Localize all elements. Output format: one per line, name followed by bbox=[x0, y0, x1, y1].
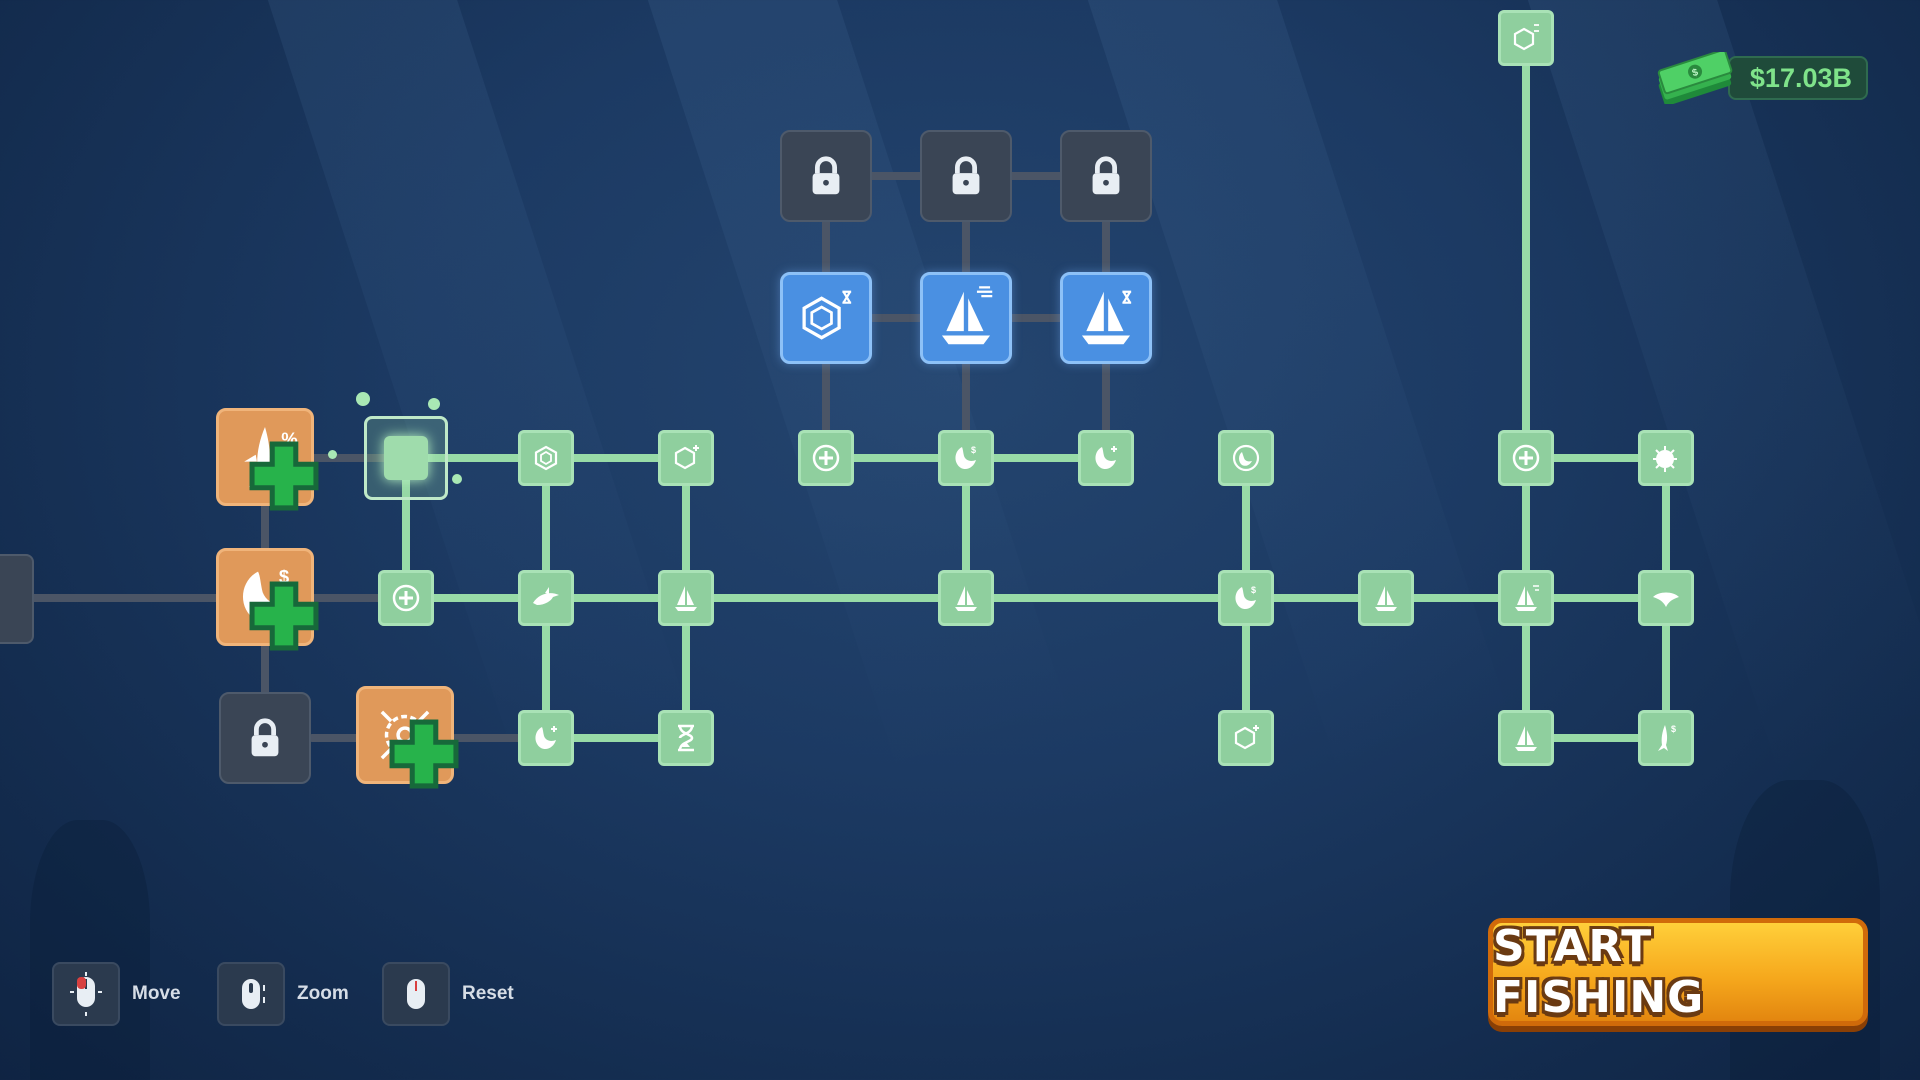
svg-text:$: $ bbox=[1251, 585, 1256, 595]
upgrade-node-fish-dollar[interactable]: $ bbox=[1218, 570, 1274, 626]
svg-text:$: $ bbox=[279, 566, 290, 587]
sailboat-timer-icon bbox=[1081, 290, 1132, 345]
crate-icon bbox=[534, 445, 558, 471]
mouse-click-icon bbox=[382, 962, 450, 1026]
mouse-move-icon bbox=[52, 962, 120, 1026]
upgrade-boat-speed[interactable] bbox=[920, 272, 1012, 364]
fish-globe-icon bbox=[1232, 444, 1260, 472]
upgrade-node-boat-timer[interactable] bbox=[1358, 570, 1414, 626]
sparkle bbox=[452, 474, 462, 484]
svg-text:$: $ bbox=[1691, 67, 1700, 79]
upgrade-node-fish-globe[interactable] bbox=[1218, 430, 1274, 486]
upgrade-node-dolphin[interactable] bbox=[518, 570, 574, 626]
sparkle bbox=[328, 450, 337, 459]
plus-circle-icon bbox=[812, 444, 840, 472]
crate-timer-icon bbox=[1513, 24, 1539, 51]
control-label-zoom: Zoom bbox=[297, 983, 349, 1004]
lock-icon bbox=[1092, 156, 1120, 195]
upgrade-fish-dollar[interactable]: $ bbox=[216, 548, 319, 651]
sailboat-speed-icon bbox=[1515, 585, 1539, 611]
upgrade-node-boat[interactable] bbox=[658, 570, 714, 626]
locked-node[interactable] bbox=[219, 692, 311, 784]
offscreen-locked-node[interactable] bbox=[0, 554, 34, 644]
money-counter: $17.03B $ bbox=[1650, 52, 1868, 104]
fish-plus-icon bbox=[535, 726, 557, 750]
upgrade-node-boat-percent[interactable] bbox=[1498, 710, 1554, 766]
lock-icon bbox=[952, 156, 980, 195]
sparkle bbox=[428, 398, 440, 410]
crate-timer-icon bbox=[802, 290, 852, 340]
upgrade-node-boat[interactable] bbox=[938, 570, 994, 626]
green-plus-badge-icon bbox=[249, 581, 319, 651]
locked-node[interactable] bbox=[920, 130, 1012, 222]
fish-plus-icon bbox=[1095, 446, 1117, 470]
upgrade-node-pufferfish[interactable] bbox=[1638, 430, 1694, 486]
sailboat-icon bbox=[955, 586, 977, 611]
plus-circle-icon bbox=[392, 584, 420, 612]
money-amount: $17.03B bbox=[1727, 56, 1868, 100]
control-label-reset: Reset bbox=[462, 983, 514, 1004]
upgrade-boat-timer[interactable] bbox=[1060, 272, 1152, 364]
control-hint-zoom: Zoom bbox=[217, 962, 349, 1026]
start-fishing-label: START FISHING bbox=[1493, 921, 1705, 1023]
sailboat-icon bbox=[1515, 726, 1537, 751]
plus-circle-icon bbox=[1512, 444, 1540, 472]
upgrade-node-boat-speed[interactable] bbox=[1498, 570, 1554, 626]
selected-glow bbox=[384, 436, 428, 480]
start-fishing-button[interactable]: START FISHING bbox=[1488, 918, 1868, 1026]
upgrade-shark-percent[interactable]: % bbox=[216, 408, 319, 511]
upgrade-node-fish-plus[interactable] bbox=[518, 710, 574, 766]
upgrade-node-plus[interactable] bbox=[798, 430, 854, 486]
sparkle bbox=[356, 392, 370, 406]
crate-plus-icon bbox=[674, 445, 699, 470]
selected-upgrade-node[interactable] bbox=[364, 416, 448, 500]
pufferfish-icon bbox=[1653, 446, 1677, 472]
upgrade-node-crate-timer[interactable] bbox=[1498, 10, 1554, 66]
mouse-scroll-icon bbox=[217, 962, 285, 1026]
control-hint-move: Move bbox=[52, 962, 181, 1026]
crate-plus-icon bbox=[1234, 725, 1259, 750]
cash-stack-icon: $ bbox=[1657, 52, 1733, 104]
sailboat-icon bbox=[675, 586, 697, 611]
upgrade-node-plus[interactable] bbox=[378, 570, 434, 626]
svg-text:$: $ bbox=[971, 445, 976, 455]
upgrade-node-crate-plus[interactable] bbox=[658, 430, 714, 486]
fish-dollar-icon: $ bbox=[1235, 585, 1256, 610]
upgrade-node-crate[interactable] bbox=[518, 430, 574, 486]
shark-dollar-icon: $ bbox=[1658, 724, 1676, 751]
upgrade-node-plus[interactable] bbox=[1498, 430, 1554, 486]
upgrade-node-manta-dollar[interactable] bbox=[1638, 570, 1694, 626]
upgrade-node-fish-dollar[interactable]: $ bbox=[938, 430, 994, 486]
locked-node[interactable] bbox=[1060, 130, 1152, 222]
control-label-move: Move bbox=[132, 983, 181, 1004]
upgrade-node-fish-plus[interactable] bbox=[1078, 430, 1134, 486]
sailboat-speed-icon bbox=[941, 286, 993, 345]
sailboat-timer-icon bbox=[1375, 586, 1397, 611]
locked-node[interactable] bbox=[780, 130, 872, 222]
hourglass-icon bbox=[678, 724, 694, 752]
manta-ray-icon bbox=[1653, 592, 1679, 607]
green-plus-badge-icon bbox=[389, 719, 459, 789]
green-plus-badge-icon bbox=[249, 441, 319, 511]
fish-dollar-icon: $ bbox=[955, 445, 976, 470]
svg-text:$: $ bbox=[1671, 724, 1676, 734]
upgrade-crate-timer[interactable] bbox=[780, 272, 872, 364]
upgrade-radius[interactable] bbox=[356, 686, 459, 789]
upgrade-node-shark-dollar[interactable]: $ bbox=[1638, 710, 1694, 766]
control-hint-reset: Reset bbox=[382, 962, 514, 1026]
lock-icon bbox=[812, 156, 840, 195]
lock-icon bbox=[251, 718, 279, 757]
dolphin-icon bbox=[533, 587, 559, 605]
upgrade-node-crate-plus[interactable] bbox=[1218, 710, 1274, 766]
upgrade-node-hourglass[interactable] bbox=[658, 710, 714, 766]
